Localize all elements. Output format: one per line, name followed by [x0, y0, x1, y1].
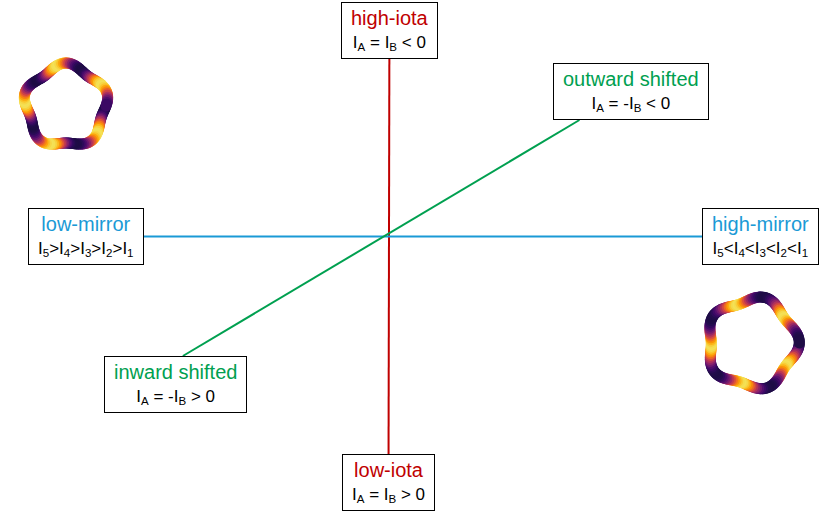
symbol-letter: I: [755, 239, 760, 258]
symbol-letter: I: [174, 387, 179, 406]
subscript: 5: [43, 247, 49, 259]
text-run: =: [365, 33, 384, 52]
symbol-letter: I: [734, 239, 739, 258]
axis-line: [144, 236, 702, 238]
subscript: A: [358, 41, 366, 53]
subscript: 1: [802, 247, 808, 259]
subscript: B: [389, 41, 397, 53]
axis-label-box: inward shiftedIA = -IB > 0: [104, 356, 247, 413]
symbol-letter: I: [38, 239, 43, 258]
symbol-letter: I: [385, 33, 390, 52]
coil-current-condition: IA = IB > 0: [352, 483, 425, 506]
plasma-cross-section: [710, 297, 799, 389]
symbol-letter: I: [80, 239, 85, 258]
text-run: <: [787, 239, 797, 258]
configuration-name: low-mirror: [38, 212, 134, 237]
text-run: =: [364, 485, 383, 504]
text-run: = -: [604, 94, 629, 113]
text-run: = -: [149, 387, 174, 406]
axis-label-box: high-mirrorI5<I4<I3<I2<I1: [702, 208, 819, 265]
axis-label-box: high-iotaIA = IB < 0: [341, 2, 438, 59]
text-run: < 0: [397, 33, 426, 52]
text-run: >: [49, 239, 59, 258]
symbol-letter: I: [101, 239, 106, 258]
subscript: 2: [106, 247, 112, 259]
axis-label-box: low-mirrorI5>I4>I3>I2>I1: [28, 208, 144, 265]
subscript: B: [389, 493, 397, 505]
text-run: outward shifted: [563, 68, 699, 90]
text-run: low-iota: [354, 459, 423, 481]
coil-current-condition: IA = IB < 0: [351, 31, 428, 54]
symbol-letter: I: [353, 33, 358, 52]
symbol-letter: I: [629, 94, 634, 113]
axis-line: [388, 59, 391, 454]
subscript: B: [179, 395, 187, 407]
subscript: A: [357, 493, 365, 505]
coil-current-condition: IA = -IB > 0: [114, 385, 237, 408]
symbol-letter: I: [136, 387, 141, 406]
configuration-name: high-iota: [351, 6, 428, 31]
axis-line: [183, 120, 580, 356]
symbol-letter: I: [384, 485, 389, 504]
coil-current-condition: IA = -IB < 0: [563, 92, 699, 115]
text-run: < 0: [641, 94, 670, 113]
axis-label-box: outward shiftedIA = -IB < 0: [553, 63, 709, 120]
text-run: >: [91, 239, 101, 258]
text-run: low-mirror: [41, 213, 130, 235]
subscript: 2: [781, 247, 787, 259]
subscript: 5: [717, 247, 723, 259]
subscript: 4: [64, 247, 70, 259]
text-run: >: [112, 239, 122, 258]
configuration-name: outward shifted: [563, 67, 699, 92]
plasma-cross-section: [24, 63, 107, 144]
coil-current-condition: I5>I4>I3>I2>I1: [38, 237, 134, 260]
plasma-ring-segment: [794, 341, 805, 343]
coil-current-condition: I5<I4<I3<I2<I1: [712, 237, 809, 260]
text-run: inward shifted: [114, 361, 237, 383]
symbol-letter: I: [59, 239, 64, 258]
subscript: A: [596, 102, 604, 114]
symbol-letter: I: [122, 239, 127, 258]
text-run: <: [724, 239, 734, 258]
symbol-letter: I: [776, 239, 781, 258]
plasma-ring-segment: [101, 104, 113, 106]
subscript: 3: [85, 247, 91, 259]
symbol-letter: I: [352, 485, 357, 504]
text-run: > 0: [396, 485, 425, 504]
configuration-name: low-iota: [352, 458, 425, 483]
symbol-letter: I: [713, 239, 718, 258]
subscript: 1: [127, 247, 133, 259]
axis-label-box: low-iotaIA = IB > 0: [342, 454, 435, 511]
configuration-name: inward shifted: [114, 360, 237, 385]
text-run: <: [766, 239, 776, 258]
text-run: >: [70, 239, 80, 258]
text-run: > 0: [186, 387, 215, 406]
text-run: <: [745, 239, 755, 258]
subscript: 3: [760, 247, 766, 259]
subscript: B: [634, 102, 642, 114]
symbol-letter: I: [797, 239, 802, 258]
text-run: high-mirror: [712, 213, 809, 235]
subscript: 4: [738, 247, 744, 259]
text-run: high-iota: [351, 7, 428, 29]
configuration-name: high-mirror: [712, 212, 809, 237]
subscript: A: [141, 395, 149, 407]
symbol-letter: I: [591, 94, 596, 113]
